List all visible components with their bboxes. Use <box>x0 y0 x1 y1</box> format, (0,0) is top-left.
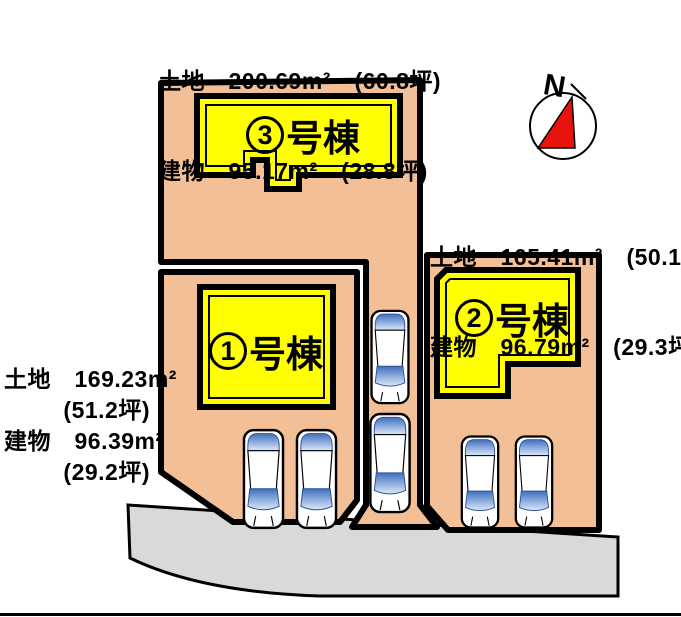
building1-label-suffix: 号棟 <box>249 334 323 375</box>
lot1-building-area: 建物 96.39m² <box>4 428 164 454</box>
building1-footprint <box>197 284 336 410</box>
lot2-info: 土地 165.41m² (50.1坪) 建物 96.79m² (29.3坪) <box>430 182 681 422</box>
building2-inner-line <box>445 278 570 388</box>
lot1-info: 土地 169.23m² (51.2坪) 建物 96.39m² (29.2坪) <box>4 364 177 488</box>
lot3-info: 土地 200.69m² (60.8坪) 建物 95.17m² (28.8坪) <box>158 6 441 246</box>
building2-label: 2 号棟 <box>422 294 602 342</box>
north-compass-icon: N <box>529 68 597 160</box>
lot3-land-area: 土地 200.69m² (60.8坪) <box>158 68 442 94</box>
lot1-land-tsubo: (51.2坪) <box>63 397 150 423</box>
lot2-building-area: 建物 96.79m² (29.3坪) <box>430 334 681 360</box>
lot1-land-area: 土地 169.23m² <box>4 366 177 392</box>
building2-number-circle: 2 <box>455 299 493 337</box>
car-icon <box>369 412 411 514</box>
lot2-land-area: 土地 165.41m² (50.1坪) <box>430 244 681 270</box>
compass-needle <box>536 94 576 149</box>
road-label: 道路 法42条2項道路 幅員約4m <box>196 557 656 617</box>
car-icon <box>242 428 285 530</box>
car-icon <box>514 435 554 529</box>
building1-number-circle: 1 <box>209 332 247 370</box>
lot1-building-tsubo: (29.2坪) <box>63 459 150 485</box>
building2-label-suffix: 号棟 <box>495 301 569 342</box>
lot3-parcel <box>158 77 440 530</box>
lot3-building-area: 建物 95.17m² (28.8坪) <box>158 158 428 184</box>
car-icon <box>460 435 500 529</box>
building1-inner-line <box>208 295 325 399</box>
car-icon <box>370 309 410 405</box>
building3-label: 3 号棟 <box>213 111 393 159</box>
car-icon <box>295 428 338 530</box>
building1-label: 1 号棟 <box>176 327 356 375</box>
building3-label-suffix: 号棟 <box>286 118 360 159</box>
building3-inner-line <box>205 104 392 181</box>
building3-number-circle: 3 <box>246 116 284 154</box>
